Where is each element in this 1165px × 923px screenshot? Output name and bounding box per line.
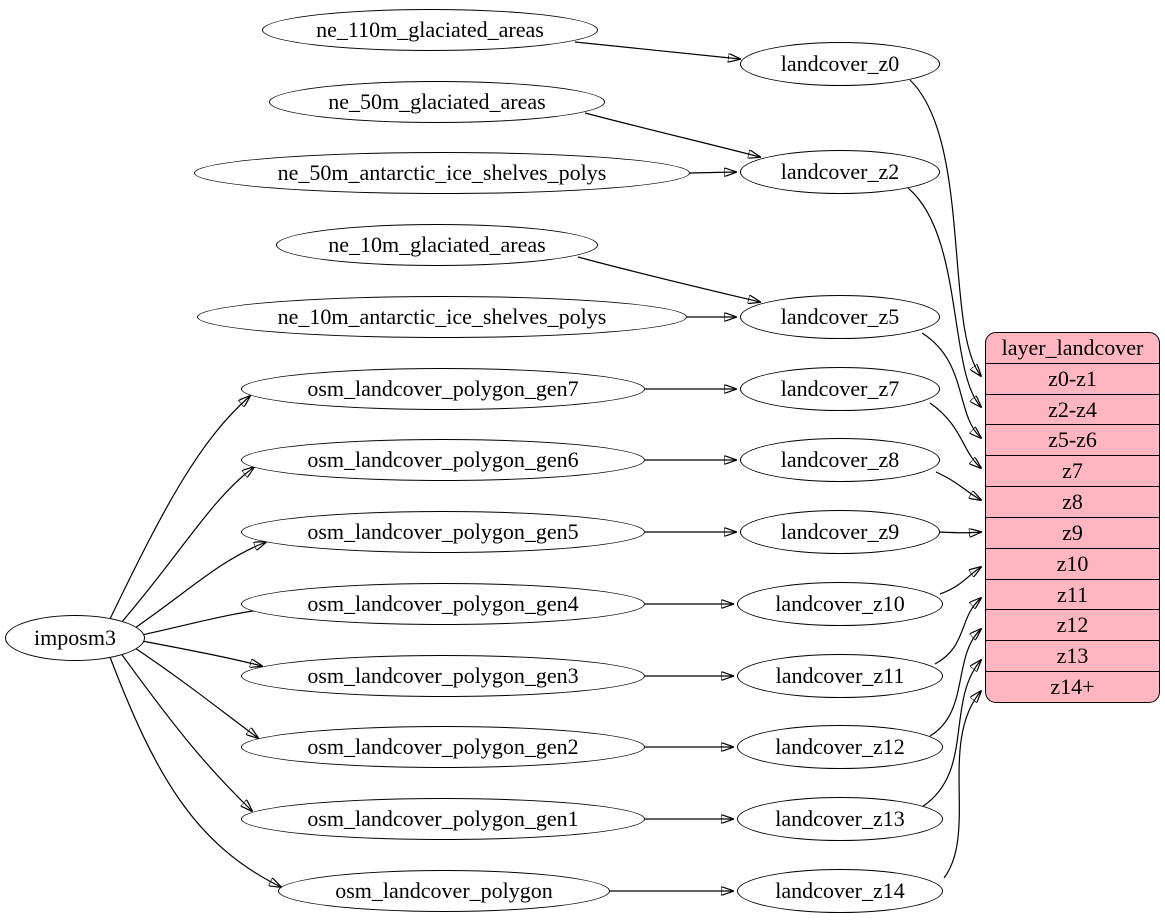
record-header: layer_landcover [1001, 334, 1144, 360]
edge-ne50m-glaciated-z2 [584, 112, 760, 157]
node-landcover-z2: landcover_z2 [740, 150, 940, 194]
edge-z5-row-z5z6 [921, 332, 981, 438]
edge-z13-row-z13 [921, 660, 981, 808]
node-osm-landcover-polygon-gen3: osm_landcover_polygon_gen3 [241, 655, 645, 697]
edge-imposm3-polygon [109, 656, 281, 887]
edge-z12-row-z12 [929, 629, 981, 737]
node-osm-landcover-polygon-gen2: osm_landcover_polygon_gen2 [241, 726, 645, 768]
record-row-z5-z6: z5-z6 [986, 424, 1159, 455]
node-landcover-z10: landcover_z10 [737, 582, 943, 626]
node-landcover-z0: landcover_z0 [740, 42, 940, 86]
record-row-z12: z12 [986, 609, 1159, 640]
node-ne-110m-glaciated-areas: ne_110m_glaciated_areas [262, 9, 598, 51]
node-landcover-z9: landcover_z9 [740, 510, 940, 554]
node-landcover-z13: landcover_z13 [737, 797, 943, 841]
edge-z7-row-z7 [929, 402, 981, 468]
edge-z8-row-z8 [935, 471, 981, 500]
record-row-z8: z8 [986, 486, 1159, 517]
node-osm-landcover-polygon: osm_landcover_polygon [278, 870, 610, 912]
record-row-z13: z13 [986, 640, 1159, 671]
layer-landcover-record: layer_landcover z0-z1 z2-z4 z5-z6 z7 z8 … [985, 332, 1160, 703]
edge-z0-row-z0z1 [909, 79, 981, 376]
edge-z14-row-z14plus [943, 691, 981, 879]
edge-z11-row-z11 [934, 598, 981, 665]
edge-imposm3-gen1 [119, 651, 252, 811]
node-ne-10m-antarctic-ice-shelves-polys: ne_10m_antarctic_ice_shelves_polys [197, 296, 687, 338]
node-osm-landcover-polygon-gen7: osm_landcover_polygon_gen7 [241, 368, 645, 410]
node-osm-landcover-polygon-gen4: osm_landcover_polygon_gen4 [241, 583, 645, 625]
record-row-z0-z1: z0-z1 [986, 362, 1159, 394]
node-landcover-z8: landcover_z8 [740, 438, 940, 482]
edge-ne110m-z0 [574, 41, 740, 59]
edge-imposm3-gen5 [131, 542, 266, 631]
node-landcover-z7: landcover_z7 [740, 367, 940, 411]
record-row-z2-z4: z2-z4 [986, 393, 1159, 425]
record-row-z7: z7 [986, 455, 1159, 486]
record-row-z9: z9 [986, 516, 1159, 548]
edge-ne10m-glaciated-z5 [577, 256, 760, 302]
node-landcover-z12: landcover_z12 [737, 725, 943, 769]
record-row-z14plus: z14+ [986, 671, 1159, 702]
edge-imposm3-gen3 [141, 640, 262, 666]
node-landcover-z5: landcover_z5 [740, 295, 940, 339]
node-osm-landcover-polygon-gen5: osm_landcover_polygon_gen5 [241, 511, 645, 553]
edge-imposm3-gen7 [109, 396, 250, 620]
node-osm-landcover-polygon-gen1: osm_landcover_polygon_gen1 [241, 798, 645, 840]
node-osm-landcover-polygon-gen6: osm_landcover_polygon_gen6 [241, 439, 645, 481]
node-ne-50m-antarctic-ice-shelves-polys: ne_50m_antarctic_ice_shelves_polys [194, 152, 690, 194]
edge-ne50m-antarctic-z2 [689, 172, 736, 173]
node-ne-50m-glaciated-areas: ne_50m_glaciated_areas [269, 81, 605, 123]
edge-imposm3-gen6 [119, 467, 254, 625]
edge-z2-row-z2z4 [907, 187, 981, 407]
edge-imposm3-gen2 [131, 645, 258, 738]
edge-z10-row-z10 [939, 567, 981, 595]
record-row-z10: z10 [986, 547, 1159, 579]
node-landcover-z14: landcover_z14 [737, 869, 943, 913]
node-ne-10m-glaciated-areas: ne_10m_glaciated_areas [276, 224, 598, 266]
record-row-z11: z11 [986, 578, 1159, 610]
edge-z9-row-z9 [939, 532, 981, 533]
node-landcover-z11: landcover_z11 [737, 654, 943, 698]
node-imposm3: imposm3 [5, 615, 145, 661]
